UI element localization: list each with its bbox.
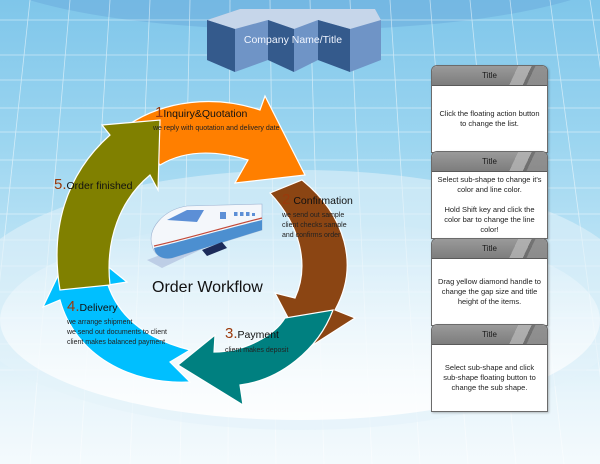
step-1-label[interactable]: 1Inquiry&Quotation [155,104,247,122]
step-1-arrow[interactable] [127,94,306,184]
card-2-body: Select sub-shape to change it's color an… [437,174,542,235]
card-1-body: Click the floating action button to chan… [439,108,540,128]
step-1-desc: we reply with quotation and delivery dat… [153,125,280,132]
cycle-arrows [41,94,357,407]
info-card-3[interactable]: Title Drag yellow diamond handle to chan… [431,238,548,326]
card-4-header: Title [432,325,547,345]
step-2-title: Confirmation [293,195,353,207]
step-5-number: 5. [54,176,67,193]
card-3-body: Drag yellow diamond handle to change the… [438,276,541,307]
card-3-title: Title [482,244,497,253]
info-card-2[interactable]: Title Select sub-shape to change it's co… [431,151,548,239]
step-3-arrow[interactable] [176,309,334,407]
step-4-label[interactable]: 4.Delivery [67,298,117,316]
step-5-label[interactable]: 5.Order finished [54,176,132,194]
step-4-title: Delivery [79,302,118,314]
step-1-number: 1 [155,104,164,121]
info-card-4[interactable]: Title Select sub-shape and click sub-sha… [431,324,548,412]
company-title[interactable]: Company Name/Title [243,34,343,46]
card-1-header: Title [432,66,547,86]
card-1-title: Title [482,71,497,80]
step-5-arrow[interactable] [56,119,161,291]
info-card-1[interactable]: Title Click the floating action button t… [431,65,548,153]
step-4-number: 4. [67,298,80,315]
step-4-desc: we arrange shipment we send out document… [67,319,168,346]
card-2-header: Title [432,152,547,172]
step-1-title: Inquiry&Quotation [163,108,248,120]
step-5-title: Order finished [66,180,133,192]
card-4-body: Select sub-shape and click sub-shape flo… [443,362,536,393]
step-3-number: 3. [225,325,238,342]
card-4-title: Title [482,330,497,339]
step-3-label[interactable]: 3.Payment [225,325,279,343]
diagram-title[interactable]: Order Workflow [152,279,263,296]
step-3-title: Payment [237,329,279,341]
step-2-arrow[interactable] [268,179,357,351]
card-2-title: Title [482,157,497,166]
card-3-header: Title [432,239,547,259]
bullet-train-icon [147,203,263,268]
step-2-desc: we send out sample client checks sample … [282,212,347,239]
step-2-number: 2 [282,191,291,208]
company-title-block [207,9,381,72]
step-3-desc: client makes deposit [225,347,289,354]
